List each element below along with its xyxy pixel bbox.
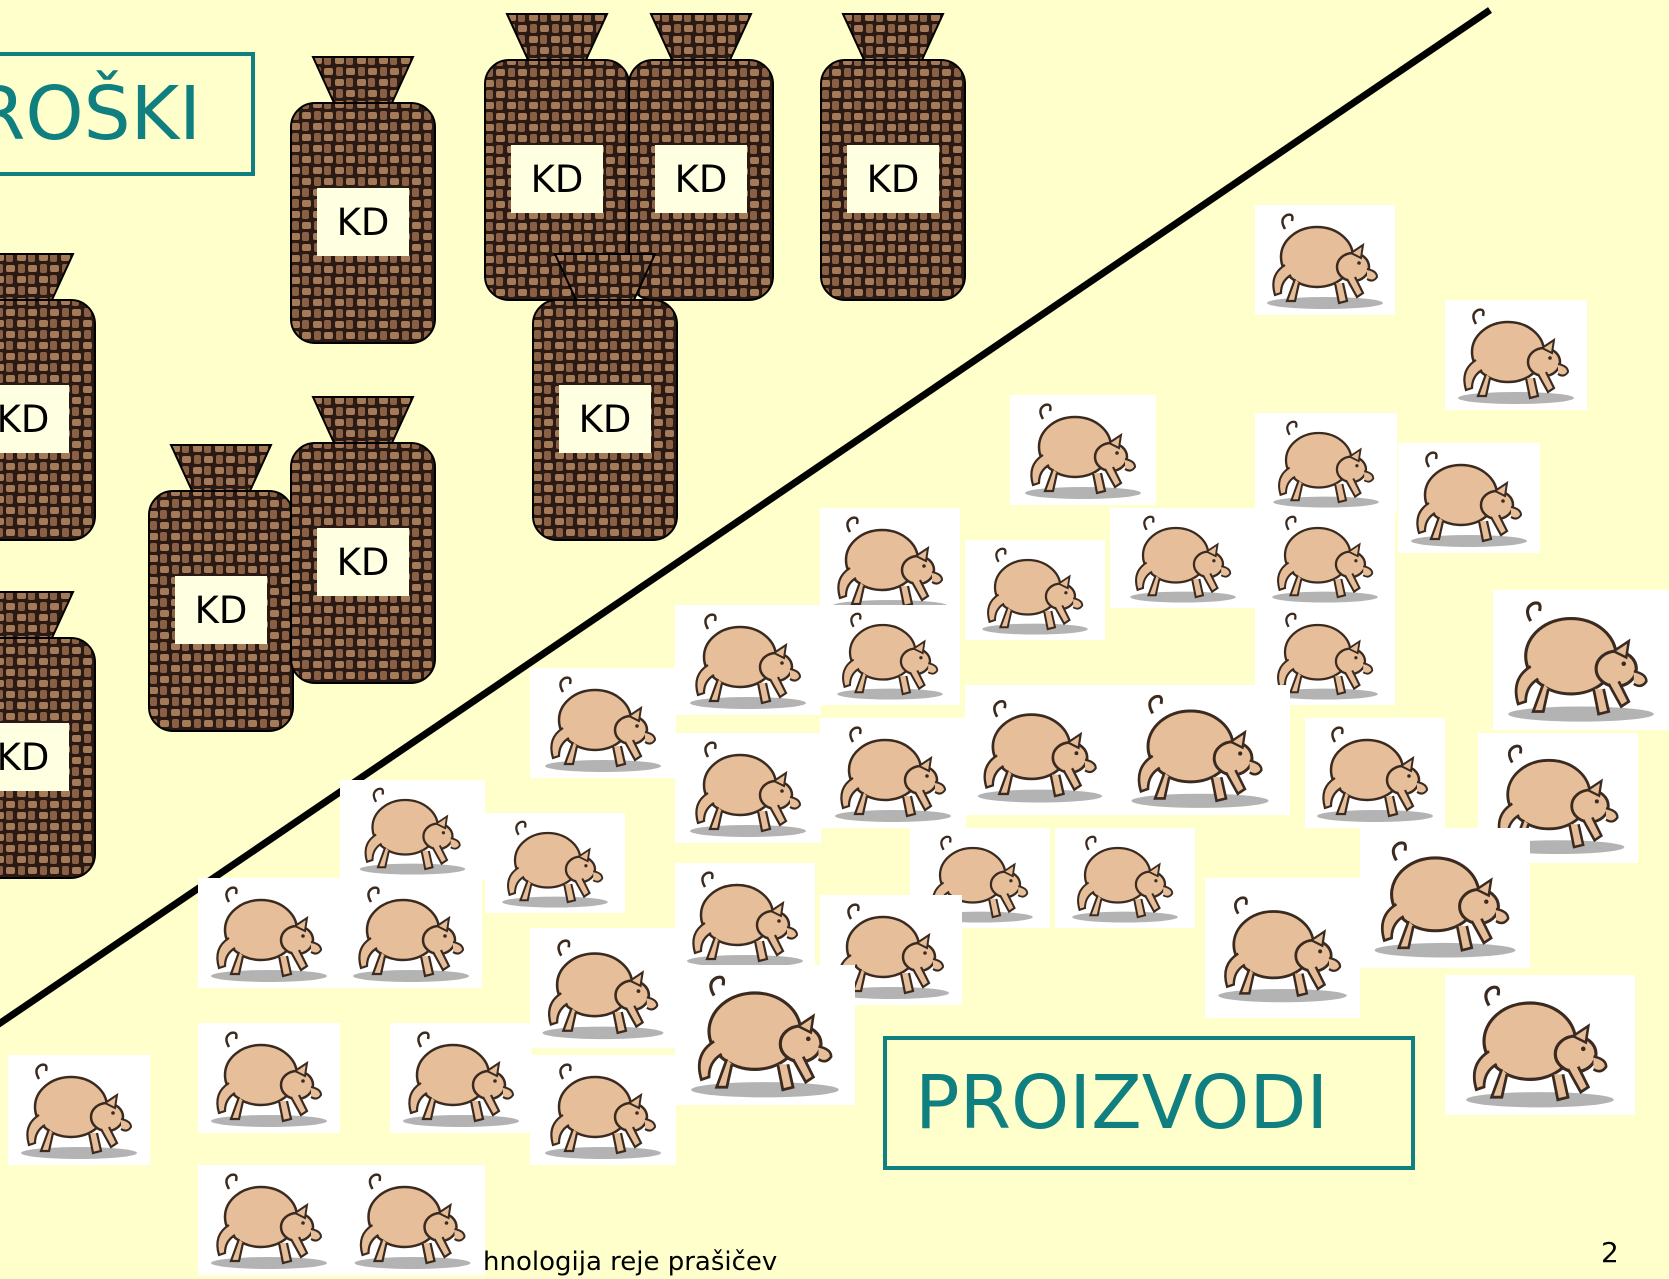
pig-icon [965,540,1105,640]
pig [965,685,1115,815]
pig [1010,395,1156,505]
pig [1255,205,1395,315]
pig [1398,443,1540,553]
pig-icon [340,878,482,988]
footer-text: hnologija reje prašičev [483,1247,777,1277]
pig-icon [1445,975,1635,1115]
pig [675,965,855,1105]
pig-icon [675,733,821,843]
pig-icon [1255,413,1397,513]
pig-icon [198,1165,340,1275]
pig-icon [675,965,855,1105]
bag-label: KD [175,576,267,644]
pig [198,878,340,988]
pig [820,605,960,705]
pig-icon [530,668,676,778]
costs-label: ROŠKI [0,71,201,157]
pig [390,1023,532,1133]
cost-bag: KD [0,252,96,542]
products-label: PROIZVODI [915,1060,1328,1146]
pig-icon [820,605,960,705]
pig [1360,828,1530,968]
bag-label: KD [0,385,69,453]
pig [198,1165,340,1275]
pig [820,508,960,618]
pig-icon [198,1023,340,1133]
pig [1110,508,1256,608]
pig-icon [1110,685,1290,815]
pig-icon [485,813,625,913]
bag-label: KD [655,145,747,213]
pig [485,813,625,913]
pig-icon [530,1055,676,1165]
cost-bag: KD [532,252,678,542]
pig [1493,590,1669,730]
pig [1055,828,1195,928]
pig-icon [1255,205,1395,315]
pig-icon [340,1165,485,1275]
pig-icon [675,863,815,973]
cost-bag: KD [0,590,96,880]
pig-icon [1360,828,1530,968]
pig [1445,300,1587,410]
pig [1205,878,1360,1018]
pig-icon [1445,300,1587,410]
pig [1110,685,1290,815]
costs-label-box: ROŠKI [0,52,255,176]
pig-icon [675,605,821,715]
pig [530,1055,676,1165]
pig [8,1055,150,1165]
pig-icon [1205,878,1360,1018]
pig-icon [820,718,966,828]
pig [530,668,676,778]
pig [675,605,821,715]
pig-icon [1110,508,1256,608]
pig-icon [340,780,485,880]
cost-bag: KD [290,395,436,685]
bag-label: KD [317,528,409,596]
page-number: 2 [1601,1236,1619,1269]
pig [675,733,821,843]
pig-icon [965,685,1115,815]
pig-icon [1255,508,1395,608]
pig-icon [390,1023,532,1133]
bag-label: KD [0,723,69,791]
pig-icon [820,508,960,618]
pig [340,780,485,880]
cost-bag: KD [290,55,436,345]
pig [965,540,1105,640]
pig-icon [1010,395,1156,505]
pig [340,878,482,988]
pig [340,1165,485,1275]
pig [1255,508,1395,608]
pig [1255,413,1397,513]
pig-icon [8,1055,150,1165]
pig-icon [530,928,676,1048]
pig [1445,975,1635,1115]
pig-icon [1055,828,1195,928]
pig [530,928,676,1048]
pig-icon [1305,718,1445,828]
bag-label: KD [559,385,651,453]
pig [198,1023,340,1133]
pig [820,718,966,828]
pig-icon [198,878,340,988]
pig-icon [1398,443,1540,553]
bag-label: KD [317,188,409,256]
bag-label: KD [511,145,603,213]
pig-icon [1493,590,1669,730]
products-label-box: PROIZVODI [883,1036,1415,1170]
bag-label: KD [847,145,939,213]
pig [675,863,815,973]
pig [1305,718,1445,828]
cost-bag: KD [820,12,966,302]
cost-bag: KD [148,443,294,733]
